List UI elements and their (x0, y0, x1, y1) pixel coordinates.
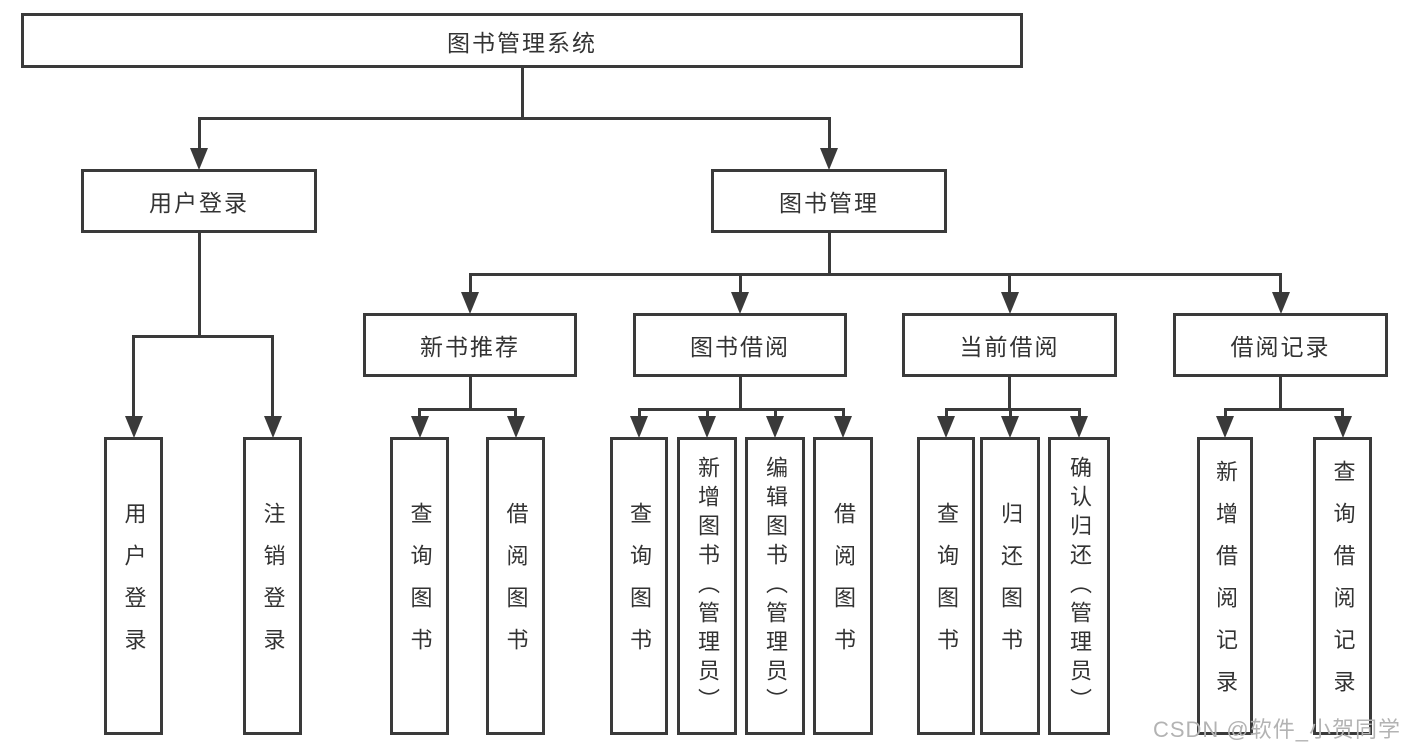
arrowhead-login (190, 148, 208, 170)
node-cur-confirm: 确认归还（管理员） (1048, 437, 1110, 735)
arrowhead-bw-borrow (834, 416, 852, 438)
arrowhead-mgmt (820, 148, 838, 170)
arrowhead-logout (263, 416, 282, 438)
arrowhead-current (1000, 292, 1019, 314)
connector-stem-root (520, 68, 524, 120)
connector-drop-bw-edit (773, 408, 777, 417)
node-current: 当前借阅 (902, 313, 1117, 377)
arrowhead-rec-query (1333, 416, 1352, 438)
connector-drop-borrow (738, 273, 742, 293)
connector-rail-login (132, 335, 274, 338)
node-nb-query: 查询图书 (390, 437, 449, 735)
connector-rail-mgmt (468, 273, 1282, 276)
connector-drop-user-login (132, 335, 135, 417)
node-user-login: 用户登录 (104, 437, 163, 735)
connector-rail-root (197, 117, 831, 120)
arrowhead-cur-return (1001, 416, 1019, 438)
node-login: 用户登录 (81, 169, 317, 233)
connector-stem-current (1008, 377, 1011, 411)
connector-drop-mgmt (827, 117, 831, 149)
node-rec-add: 新增借阅记录 (1197, 437, 1253, 735)
connector-drop-logout (271, 335, 274, 417)
arrowhead-newbook (461, 292, 479, 314)
connector-stem-mgmt (827, 233, 831, 276)
connector-rail-record (1223, 408, 1344, 411)
node-logout: 注销登录 (243, 437, 302, 735)
connector-drop-bw-query (637, 408, 641, 417)
arrowhead-cur-query (937, 416, 955, 438)
connector-stem-record (1279, 377, 1282, 411)
arrowhead-borrow (731, 292, 749, 314)
arrowhead-user-login (124, 416, 143, 438)
connector-drop-cur-return (1008, 408, 1012, 417)
connector-drop-cur-confirm (1077, 408, 1081, 417)
connector-stem-newbook (468, 377, 472, 411)
node-bw-edit: 编辑图书（管理员） (745, 437, 805, 735)
connector-rail-borrow (637, 408, 845, 411)
connector-drop-rec-query (1341, 408, 1344, 417)
node-bw-borrow: 借阅图书 (813, 437, 873, 735)
arrowhead-bw-edit (766, 416, 784, 438)
node-cur-return: 归还图书 (980, 437, 1040, 735)
connector-drop-record (1279, 273, 1282, 293)
connector-drop-login (197, 117, 201, 149)
connector-stem-borrow (738, 377, 742, 411)
connector-drop-rec-add (1223, 408, 1227, 417)
node-root: 图书管理系统 (21, 13, 1023, 68)
arrowhead-bw-query (630, 416, 648, 438)
node-cur-query: 查询图书 (917, 437, 975, 735)
node-newbook: 新书推荐 (363, 313, 577, 377)
node-mgmt: 图书管理 (711, 169, 947, 233)
watermark-text: CSDN @软件_小贺同学 (1152, 717, 1401, 742)
connector-drop-newbook (468, 273, 472, 293)
connector-drop-cur-query (944, 408, 948, 417)
node-record: 借阅记录 (1173, 313, 1388, 377)
connector-drop-bw-borrow (841, 408, 845, 417)
connector-drop-nb-query (418, 408, 421, 417)
connector-drop-current (1008, 273, 1011, 293)
arrowhead-record (1271, 292, 1290, 314)
connector-drop-nb-borrow (514, 408, 517, 417)
arrowhead-bw-add (698, 416, 716, 438)
arrowhead-nb-query (410, 416, 429, 438)
arrowhead-nb-borrow (506, 416, 525, 438)
connector-rail-newbook (418, 408, 517, 411)
node-borrow: 图书借阅 (633, 313, 847, 377)
node-rec-query: 查询借阅记录 (1313, 437, 1372, 735)
connector-stem-login (197, 233, 201, 338)
arrowhead-cur-confirm (1070, 416, 1088, 438)
connector-rail-current (944, 408, 1081, 411)
connector-drop-bw-add (705, 408, 709, 417)
node-bw-query: 查询图书 (610, 437, 668, 735)
node-bw-add: 新增图书（管理员） (677, 437, 737, 735)
arrowhead-rec-add (1216, 416, 1234, 438)
node-nb-borrow: 借阅图书 (486, 437, 545, 735)
